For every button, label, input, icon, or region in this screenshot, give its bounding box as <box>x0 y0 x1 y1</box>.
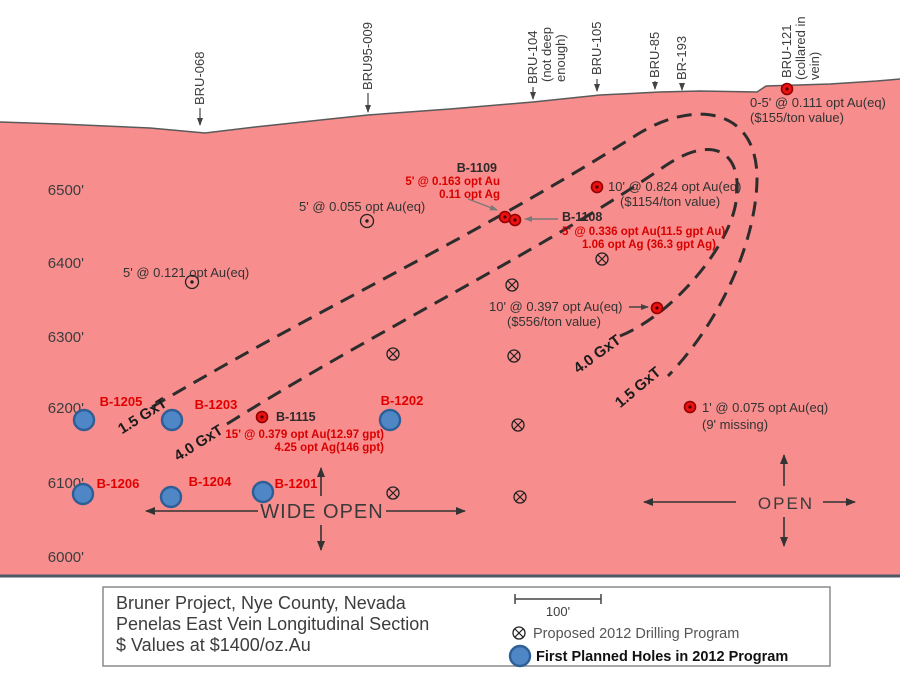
title-legend-box <box>102 586 831 667</box>
assay-bru121-line1: 0-5' @ 0.111 opt Au(eq) <box>750 95 886 110</box>
assay-0824-line2: ($1154/ton value) <box>620 194 720 209</box>
planned-hole-b1203 <box>160 408 184 432</box>
assay-0055-text: 5' @ 0.055 opt Au(eq) <box>299 199 425 214</box>
footer-box: Bruner Project, Nye County, Nevada Penel… <box>102 586 831 668</box>
planned-hole-b1206 <box>71 482 95 506</box>
planned-hole-label-b1202: B-1202 <box>381 393 424 408</box>
assay-b1109-line1: 5' @ 0.163 opt Au <box>405 176 500 188</box>
open-annotation: OPEN <box>643 454 856 547</box>
collar-label-bru104: BRU-104 <box>525 31 540 84</box>
elevation-label-6000: 6000' <box>48 549 84 566</box>
assay-b1109-line2: 0.11 opt Ag <box>439 189 500 201</box>
elevation-label-6300: 6300' <box>48 329 84 346</box>
hole-name-b1109: B-1109 <box>457 161 497 175</box>
intercept-dot-b1108 <box>508 213 522 227</box>
b1109-b1108-intercepts: B-1109 5' @ 0.163 opt Au 0.11 opt Ag B-1… <box>405 161 725 251</box>
collar-label-bru104-note2: enough) <box>553 34 568 82</box>
elevation-label-6500: 6500' <box>48 182 84 199</box>
collar-label-bru95-009: BRU95-009 <box>360 22 375 90</box>
hole-name-b1115: B-1115 <box>276 410 316 424</box>
collar-label-bru105: BRU-105 <box>589 22 604 75</box>
planned-hole-b1201 <box>251 480 275 504</box>
collar-label-bru121-note2: vein) <box>807 52 822 80</box>
intercept-0397: 10' @ 0.397 opt Au(eq) ($556/ton value) <box>489 299 664 329</box>
assay-0121-text: 5' @ 0.121 opt Au(eq) <box>123 265 249 280</box>
figure-title-line3: $ Values at $1400/oz.Au <box>116 635 311 655</box>
intercept-dot-0075 <box>683 400 697 414</box>
scale-bar: 100' <box>514 594 602 619</box>
collar-label-br193: BR-193 <box>674 36 689 80</box>
elevation-label-6200: 6200' <box>48 400 84 417</box>
wide-open-annotation: WIDE OPEN <box>145 467 466 551</box>
assay-0075-line1: 1' @ 0.075 opt Au(eq) <box>702 400 828 415</box>
planned-hole-b1204 <box>159 485 183 509</box>
intercept-b1115: B-1115 15' @ 0.379 opt Au(12.97 gpt) 4.2… <box>225 410 384 454</box>
scale-bar-label: 100' <box>546 604 570 619</box>
planned-hole-b1205 <box>72 408 96 432</box>
collar-label-bru104-note1: (not deep <box>539 27 554 82</box>
intercept-dot-bru121 <box>780 82 794 96</box>
assay-b1115-line2: 4.25 opt Ag(146 gpt) <box>275 442 385 454</box>
contour-1-5-gxt <box>151 112 759 409</box>
drill-collar-labels: BRU-068 BRU95-009 BRU-104 (not deep enou… <box>192 16 822 126</box>
scale-bar-line <box>514 594 602 604</box>
planned-hole-label-b1205: B-1205 <box>100 394 143 409</box>
planned-holes-2012: B-1205 B-1203 B-1202 B-1206 B-1204 B-120… <box>71 393 424 509</box>
wide-open-label: WIDE OPEN <box>260 501 383 523</box>
planned-hole-b1202 <box>378 408 402 432</box>
figure-title-line2: Penelas East Vein Longitudinal Section <box>116 614 429 634</box>
legend: Proposed 2012 Drilling Program First Pla… <box>508 626 788 668</box>
assay-0397-line1: 10' @ 0.397 opt Au(eq) <box>489 299 623 314</box>
bru121-intercept: 0-5' @ 0.111 opt Au(eq) ($155/ton value) <box>750 82 886 125</box>
pointer-arrow-b1109 <box>467 198 498 211</box>
hole-name-b1108: B-1108 <box>562 210 602 224</box>
collar-label-bru85: BRU-85 <box>647 32 662 78</box>
legend-proposed-label: Proposed 2012 Drilling Program <box>533 626 739 642</box>
historic-intercepts: 5' @ 0.055 opt Au(eq) 5' @ 0.121 opt Au(… <box>123 199 425 290</box>
open-label: OPEN <box>758 494 814 513</box>
assay-bru121-line2: ($155/ton value) <box>750 110 844 125</box>
contour-4-0-gxt <box>226 148 739 426</box>
intercept-dot-b1115 <box>255 410 269 424</box>
assay-0824-line1: 10' @ 0.824 opt Au(eq) <box>608 179 742 194</box>
collar-label-bru068: BRU-068 <box>192 52 207 105</box>
collar-label-bru121-note1: (collared in <box>793 16 808 80</box>
planned-hole-label-b1203: B-1203 <box>195 397 238 412</box>
planned-hole-label-b1204: B-1204 <box>189 474 232 489</box>
legend-planned-label: First Planned Holes in 2012 Program <box>536 649 788 665</box>
elevation-axis: 6500' 6400' 6300' 6200' 6100' 6000' <box>48 182 84 566</box>
collar-label-bru121: BRU-121 <box>779 25 794 78</box>
assay-0397-line2: ($556/ton value) <box>507 314 601 329</box>
elevation-label-6400: 6400' <box>48 255 84 272</box>
intercept-dot-0397 <box>650 301 664 315</box>
figure-title-line1: Bruner Project, Nye County, Nevada <box>116 593 407 613</box>
planned-hole-label-b1201: B-1201 <box>275 476 318 491</box>
assay-b1108-line2: 1.06 opt Ag (36.3 gpt Ag) <box>582 239 716 251</box>
intercept-0075: 1' @ 0.075 opt Au(eq) (9' missing) <box>683 400 828 432</box>
assay-b1108-line1: 5' @ 0.336 opt Au(11.5 gpt Au) <box>562 226 725 238</box>
intercept-0824: 10' @ 0.824 opt Au(eq) ($1154/ton value) <box>590 179 742 209</box>
assay-b1115-line1: 15' @ 0.379 opt Au(12.97 gpt) <box>225 429 384 441</box>
terrain-section-body <box>0 79 900 576</box>
planned-hole-label-b1206: B-1206 <box>97 476 140 491</box>
intercept-dot-0824 <box>590 180 604 194</box>
legend-planned-symbol <box>508 644 532 668</box>
assay-0075-line2: (9' missing) <box>702 417 768 432</box>
